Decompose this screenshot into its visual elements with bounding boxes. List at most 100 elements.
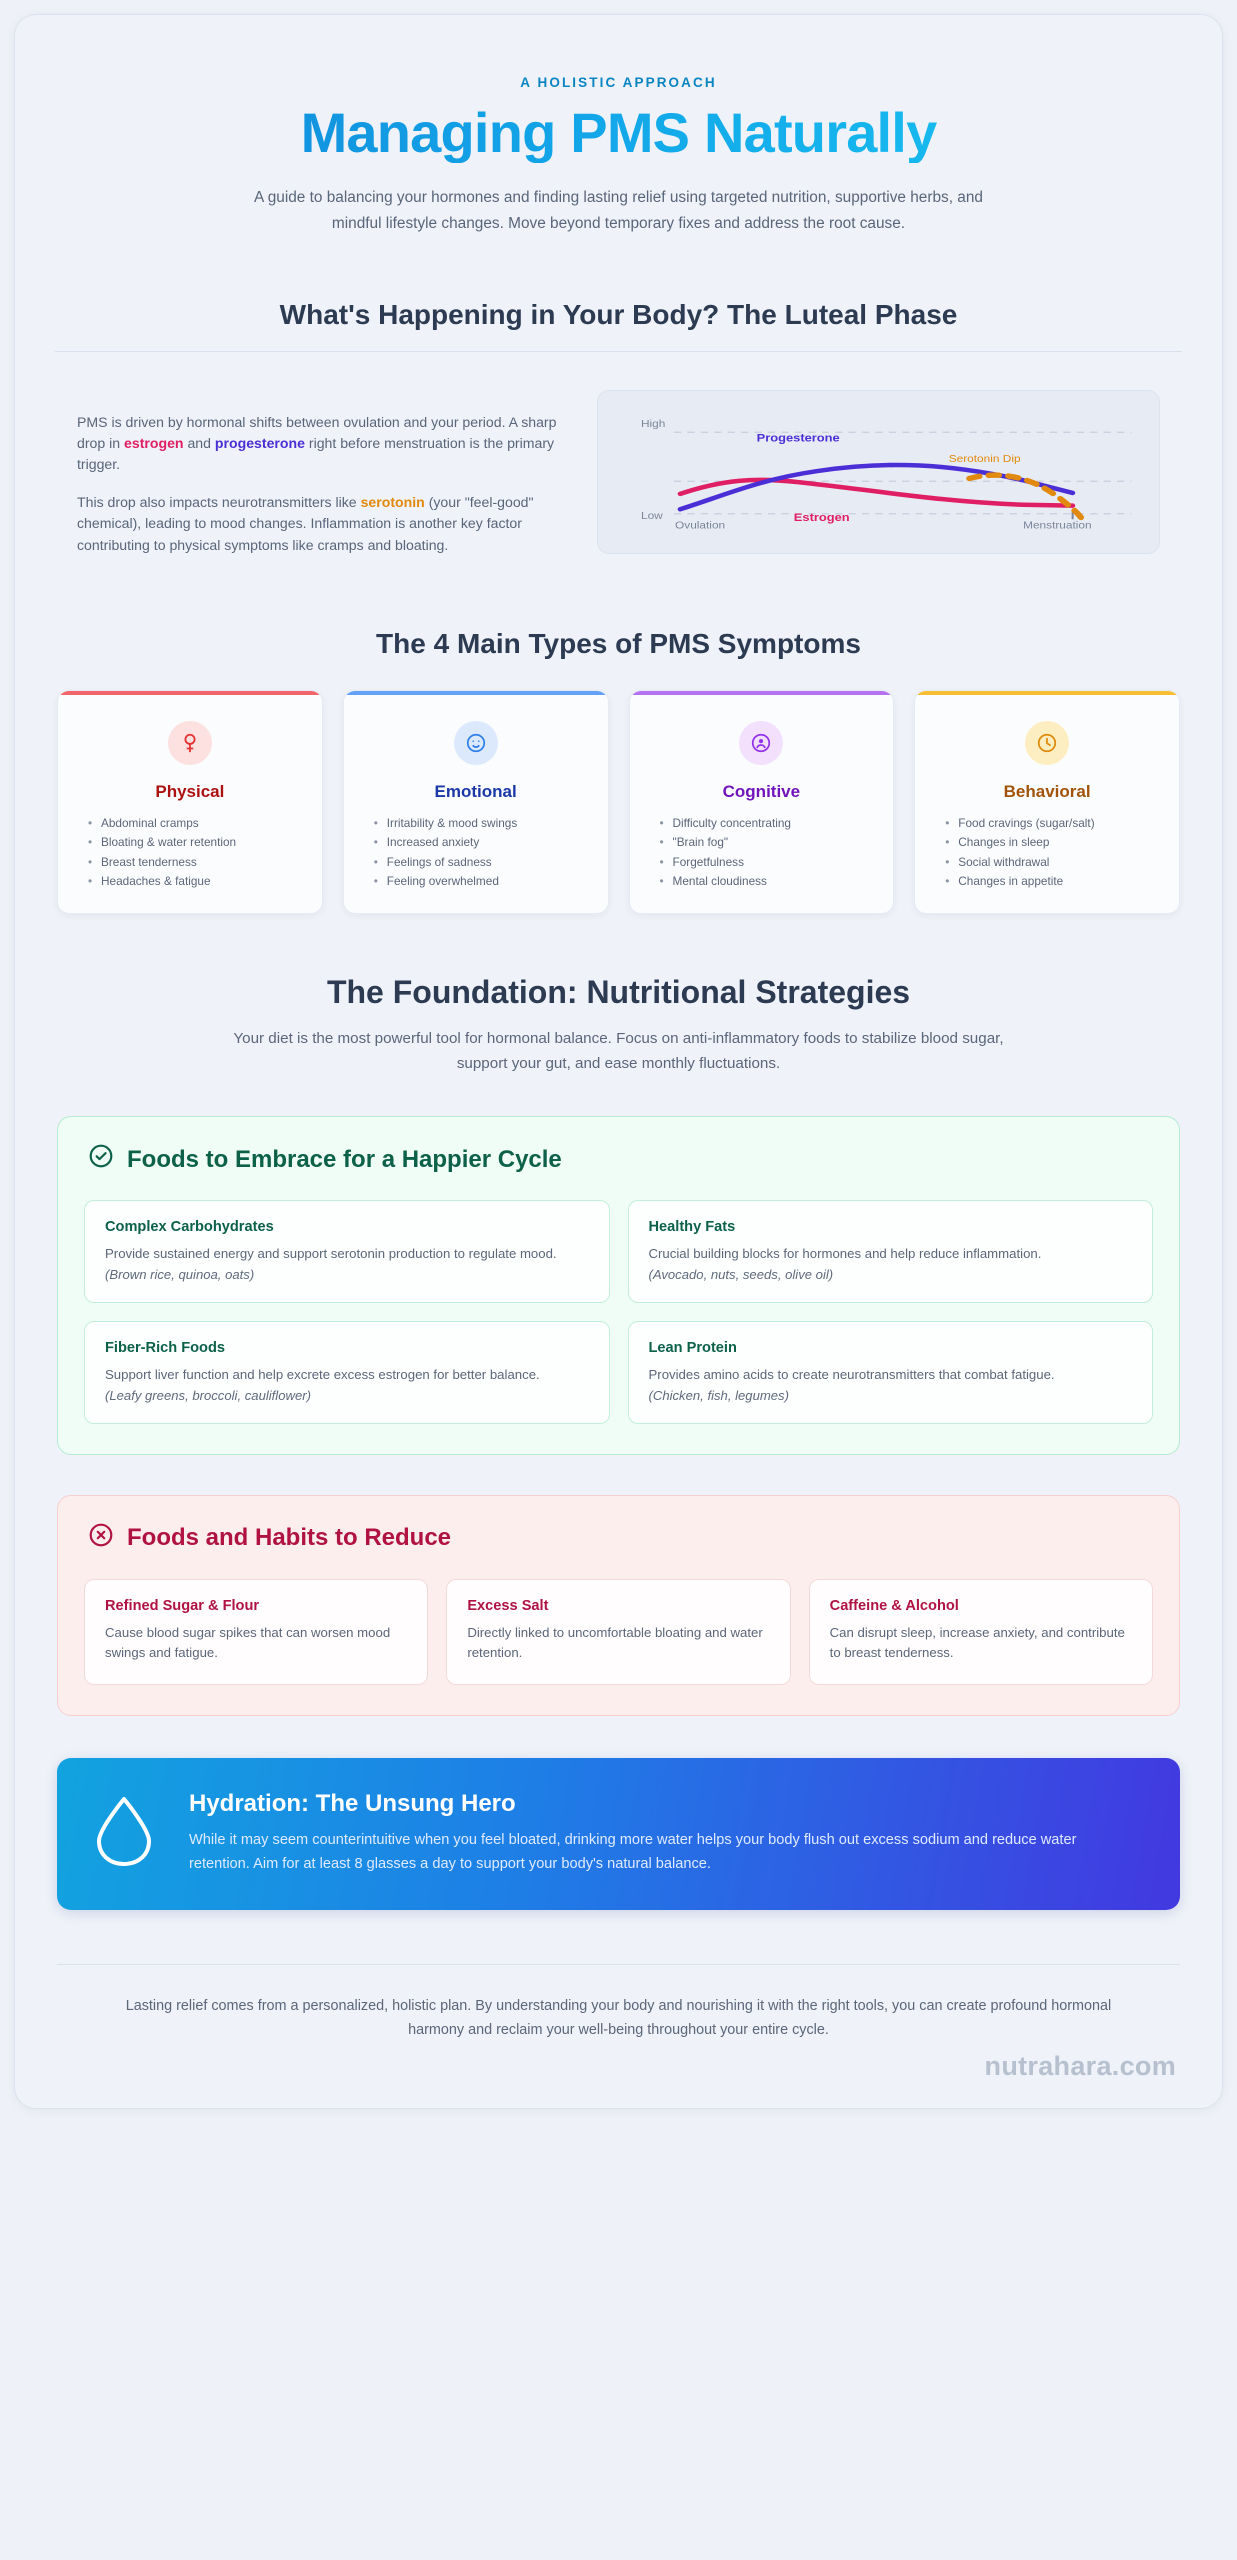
venus-symbol-icon [167, 721, 212, 766]
food-description: Provides amino acids to create neurotran… [648, 1367, 1055, 1383]
food-description: Crucial building blocks for hormones and… [648, 1246, 1042, 1262]
symptoms-heading: The 4 Main Types of PMS Symptoms [376, 628, 861, 660]
symptom-title: Physical [155, 782, 225, 802]
hydration-description: While it may seem counterintuitive when … [189, 1831, 1077, 1873]
food-examples: (Chicken, fish, legumes) [648, 1387, 789, 1403]
food-title: Complex Carbohydrates [105, 1219, 274, 1236]
symptom-title: Behavioral [1003, 782, 1091, 802]
x-circle-icon [88, 1522, 114, 1555]
food-title: Lean Protein [648, 1340, 737, 1357]
luteal-text-column: PMS is driven by hormonal shifts between… [77, 390, 557, 573]
hormone-chart: High Low Ovulation Menstruation Progeste… [597, 389, 1160, 554]
symptom-title: Emotional [434, 782, 517, 802]
luteal-p1-part-c: right before menstruation is the primary… [77, 434, 555, 473]
hero-eyebrow: A HOLISTIC APPROACH [520, 75, 717, 90]
hormone-chart-svg: High Low Ovulation Menstruation Progeste… [641, 418, 1132, 531]
symptom-list: Abdominal cramps Bloating & water retent… [74, 814, 306, 890]
estrogen-curve [677, 477, 1076, 508]
series-label-estrogen: Estrogen [794, 510, 850, 523]
series-label-serotonin-dip: Serotonin Dip [949, 453, 1021, 464]
highlight-progesterone: progesterone [214, 434, 305, 451]
highlight-serotonin: serotonin [360, 493, 425, 510]
hydration-title: Hydration: The Unsung Hero [189, 1789, 516, 1817]
check-circle-icon [88, 1143, 114, 1176]
list-item: Abdominal cramps [88, 814, 306, 833]
list-item: Increased anxiety [374, 833, 592, 852]
smiley-face-icon [453, 721, 498, 766]
axis-label-high: High [641, 418, 665, 429]
symptom-list: Irritability & mood swings Increased anx… [360, 814, 592, 890]
list-item: Breast tenderness [88, 853, 306, 872]
food-examples: (Avocado, nuts, seeds, olive oil) [648, 1267, 834, 1283]
embrace-panel-header: Foods to Embrace for a Happier Cycle [84, 1143, 1153, 1176]
brand-watermark: nutrahara.com [984, 2050, 1176, 2081]
list-item: Social withdrawal [945, 853, 1163, 872]
food-card: Complex Carbohydrates Provide sustained … [84, 1200, 610, 1304]
footer-divider [57, 1964, 1180, 1966]
food-title: Healthy Fats [648, 1219, 736, 1236]
food-title: Refined Sugar & Flour [105, 1597, 260, 1614]
symptom-card-cognitive[interactable]: Cognitive Difficulty concentrating "Brai… [628, 690, 895, 915]
heading-divider [55, 350, 1182, 352]
food-card: Lean Protein Provides amino acids to cre… [627, 1321, 1153, 1424]
reduce-heading-text: Foods and Habits to Reduce [127, 1524, 452, 1552]
infographic-sheet: A HOLISTIC APPROACH Managing PMS Natural… [14, 14, 1223, 2109]
symptom-list: Food cravings (sugar/salt) Changes in sl… [931, 814, 1163, 890]
food-description: Directly linked to uncomfortable bloatin… [467, 1624, 763, 1661]
list-item: Changes in appetite [945, 872, 1163, 891]
list-item: Mental cloudiness [660, 872, 878, 891]
list-item: Changes in sleep [945, 833, 1163, 852]
food-card: Fiber-Rich Foods Support liver function … [84, 1321, 610, 1424]
embrace-heading-text: Foods to Embrace for a Happier Cycle [127, 1145, 562, 1173]
axis-label-low: Low [641, 510, 664, 521]
person-circle-icon [739, 721, 784, 766]
list-item: "Brain fog" [660, 833, 878, 852]
symptom-card-behavioral[interactable]: Behavioral Food cravings (sugar/salt) Ch… [914, 690, 1180, 915]
serotonin-dip-curve [966, 471, 1085, 520]
luteal-heading: What's Happening in Your Body? The Lutea… [279, 298, 958, 330]
foods-to-reduce-panel: Foods and Habits to Reduce Refined Sugar… [57, 1494, 1180, 1716]
hydration-banner: Hydration: The Unsung Hero While it may … [57, 1757, 1180, 1911]
symptom-card-emotional[interactable]: Emotional Irritability & mood swings Inc… [342, 690, 609, 915]
reduce-food-grid: Refined Sugar & Flour Cause blood sugar … [84, 1578, 1153, 1685]
axis-label-menstruation: Menstruation [1023, 519, 1092, 530]
food-card: Healthy Fats Crucial building blocks for… [627, 1200, 1153, 1304]
water-drop-icon [93, 1793, 155, 1874]
list-item: Feeling overwhelmed [374, 872, 592, 891]
food-description: Provide sustained energy and support ser… [105, 1246, 557, 1262]
hydration-text-block: Hydration: The Unsung Hero While it may … [189, 1790, 1089, 1876]
list-item: Food cravings (sugar/salt) [945, 814, 1163, 833]
symptom-title: Cognitive [722, 782, 801, 802]
list-item: Headaches & fatigue [88, 872, 306, 891]
food-card: Caffeine & Alcohol Can disrupt sleep, in… [808, 1578, 1153, 1685]
food-examples: (Leafy greens, broccoli, cauliflower) [105, 1387, 311, 1403]
series-label-progesterone: Progesterone [757, 431, 840, 444]
food-description: Cause blood sugar spikes that can worsen… [105, 1624, 391, 1661]
axis-label-ovulation: Ovulation [675, 519, 725, 530]
progesterone-curve [677, 462, 1076, 512]
luteal-p2-part-b: (your "feel-good" chemical), leading to … [77, 493, 534, 553]
nutrition-heading: The Foundation: Nutritional Strategies [326, 974, 911, 1011]
list-item: Irritability & mood swings [374, 814, 592, 833]
luteal-p2-part-a: This drop also impacts neurotransmitters… [77, 493, 361, 510]
food-title: Fiber-Rich Foods [105, 1340, 225, 1357]
reduce-panel-header: Foods and Habits to Reduce [84, 1522, 1153, 1555]
highlight-estrogen: estrogen [124, 434, 184, 451]
food-card: Excess Salt Directly linked to uncomfort… [446, 1578, 791, 1685]
list-item: Bloating & water retention [88, 833, 306, 852]
foods-to-embrace-panel: Foods to Embrace for a Happier Cycle Com… [57, 1116, 1180, 1455]
luteal-section: PMS is driven by hormonal shifts between… [15, 352, 1222, 573]
embrace-food-grid: Complex Carbohydrates Provide sustained … [84, 1200, 1153, 1424]
food-title: Excess Salt [467, 1597, 549, 1614]
symptom-list: Difficulty concentrating "Brain fog" For… [646, 814, 878, 890]
symptom-cards-row: Physical Abdominal cramps Bloating & wat… [15, 660, 1222, 915]
hero-section: A HOLISTIC APPROACH Managing PMS Natural… [15, 15, 1222, 243]
food-description: Can disrupt sleep, increase anxiety, and… [829, 1624, 1125, 1661]
luteal-paragraph-2: This drop also impacts neurotransmitters… [77, 492, 557, 556]
list-item: Difficulty concentrating [660, 814, 878, 833]
symptom-card-physical[interactable]: Physical Abdominal cramps Bloating & wat… [57, 690, 323, 915]
list-item: Forgetfulness [660, 853, 878, 872]
hero-subtitle: A guide to balancing your hormones and f… [254, 188, 983, 232]
food-description: Support liver function and help excrete … [105, 1367, 540, 1383]
